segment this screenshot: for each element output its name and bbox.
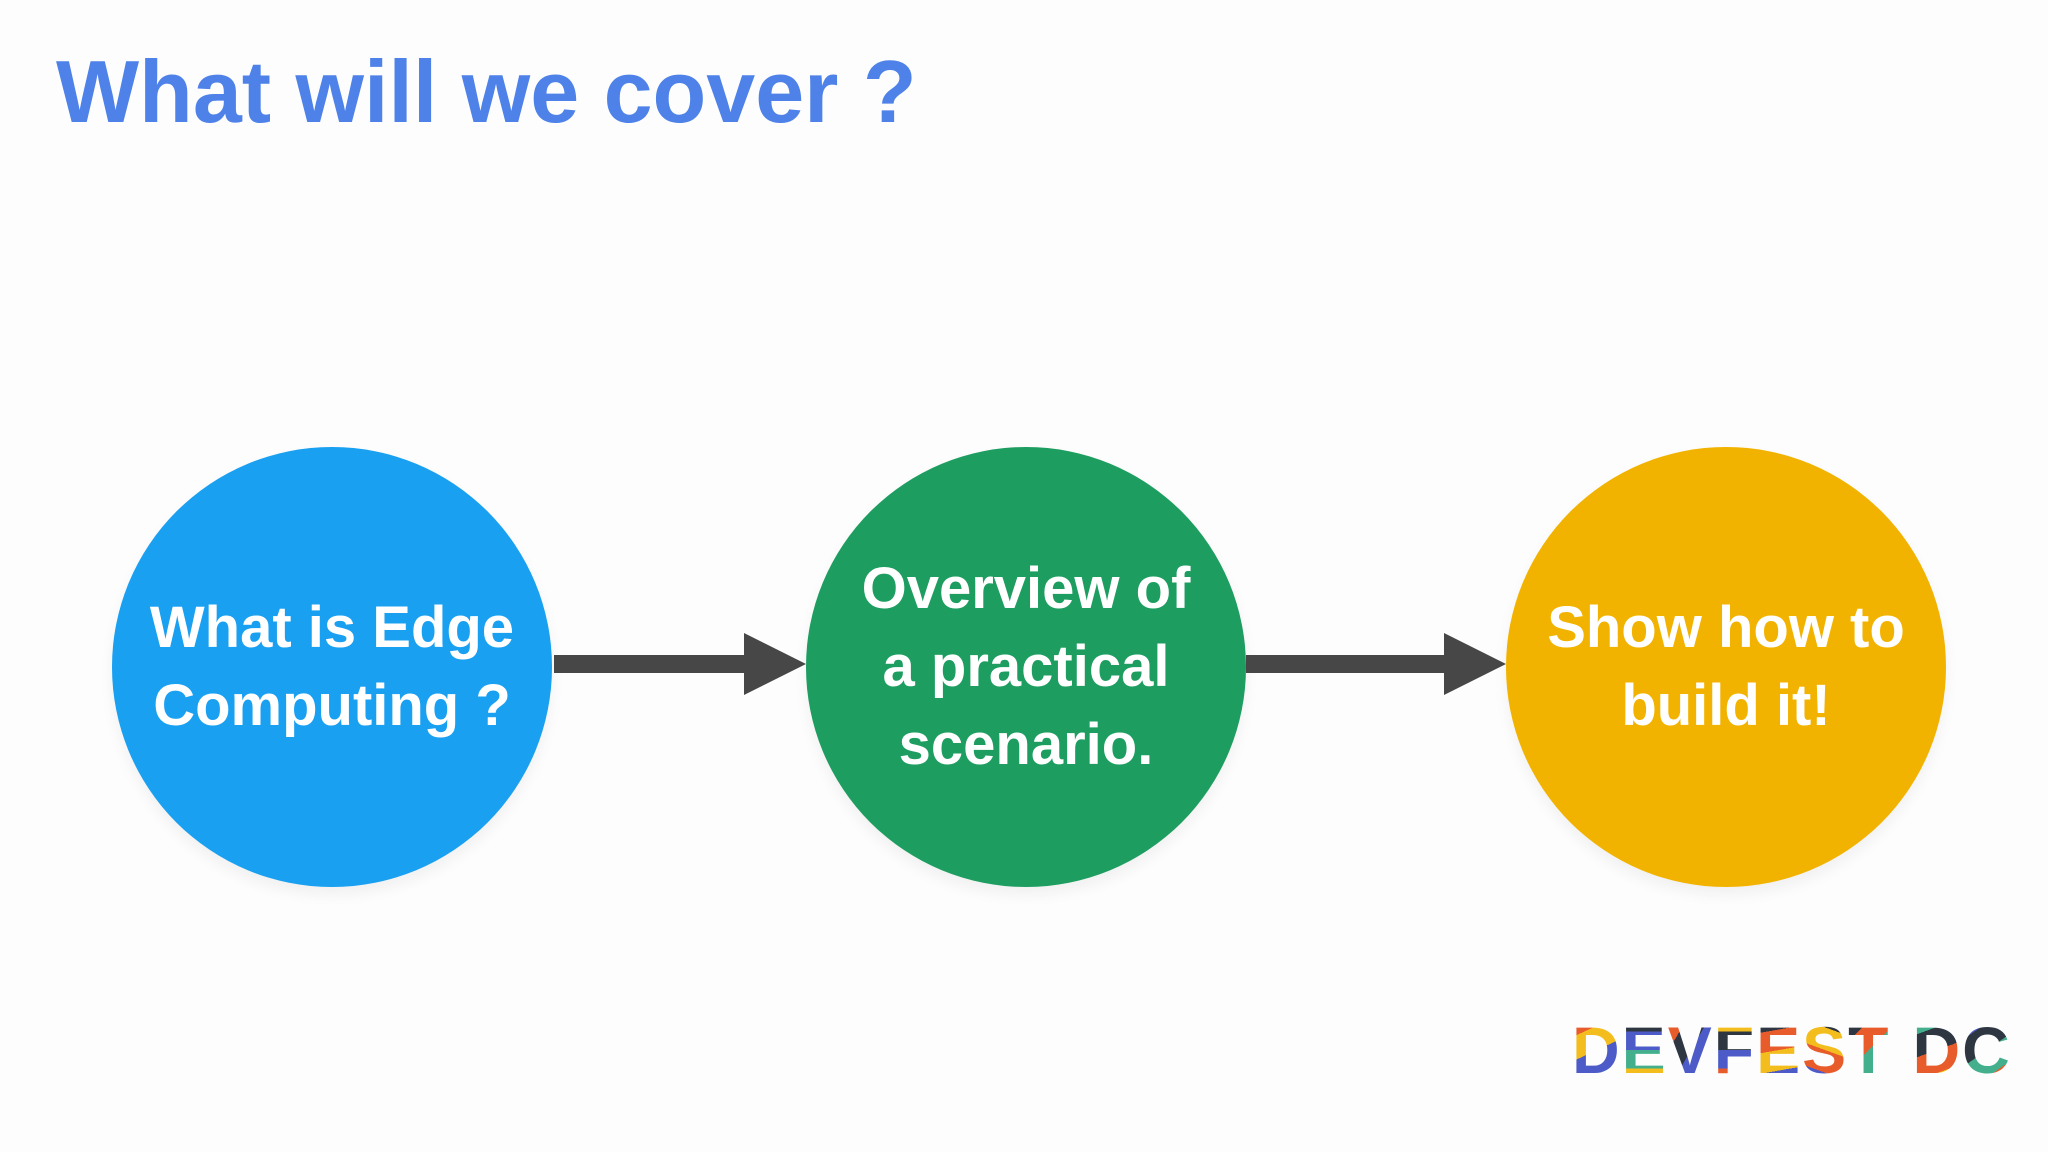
step-text-line: What is Edge (149, 595, 515, 660)
step-text-line: build it! (1621, 673, 1831, 738)
logo-letter: E (1756, 1013, 1803, 1087)
logo-letter: S (1802, 1013, 1849, 1087)
step-text-line: a practical (882, 634, 1170, 699)
logo-letter: V (1667, 1013, 1714, 1087)
logo-letter: T (1848, 1013, 1891, 1087)
logo-space (1890, 1012, 1912, 1088)
step-circle-show-how-to-build: Show how to build it! (1506, 447, 1946, 887)
step-text-line: Show how to (1547, 595, 1905, 660)
arrow-shaft (1246, 655, 1448, 673)
devfest-dc-logo: DEVFEST DC (1572, 1012, 2012, 1088)
logo-letter: C (1962, 1013, 2012, 1087)
step-text-line: Overview of (861, 556, 1191, 621)
step-text-line: Computing ? (153, 673, 511, 738)
slide-title: What will we cover ? (56, 42, 917, 141)
flow-arrow-icon (554, 633, 806, 695)
step-circle-what-is-edge-computing: What is Edge Computing ? (112, 447, 552, 887)
arrow-head (744, 633, 806, 695)
arrow-shaft (554, 655, 748, 673)
logo-letter: D (1572, 1013, 1622, 1087)
logo-letter: E (1621, 1013, 1668, 1087)
step-circle-practical-scenario: Overview of a practical scenario. (806, 447, 1246, 887)
logo-letter: F (1713, 1013, 1757, 1087)
arrow-head (1444, 633, 1506, 695)
flow-arrow-icon (1246, 633, 1506, 695)
logo-letter: D (1912, 1013, 1963, 1087)
step-text-line: scenario. (898, 712, 1154, 777)
